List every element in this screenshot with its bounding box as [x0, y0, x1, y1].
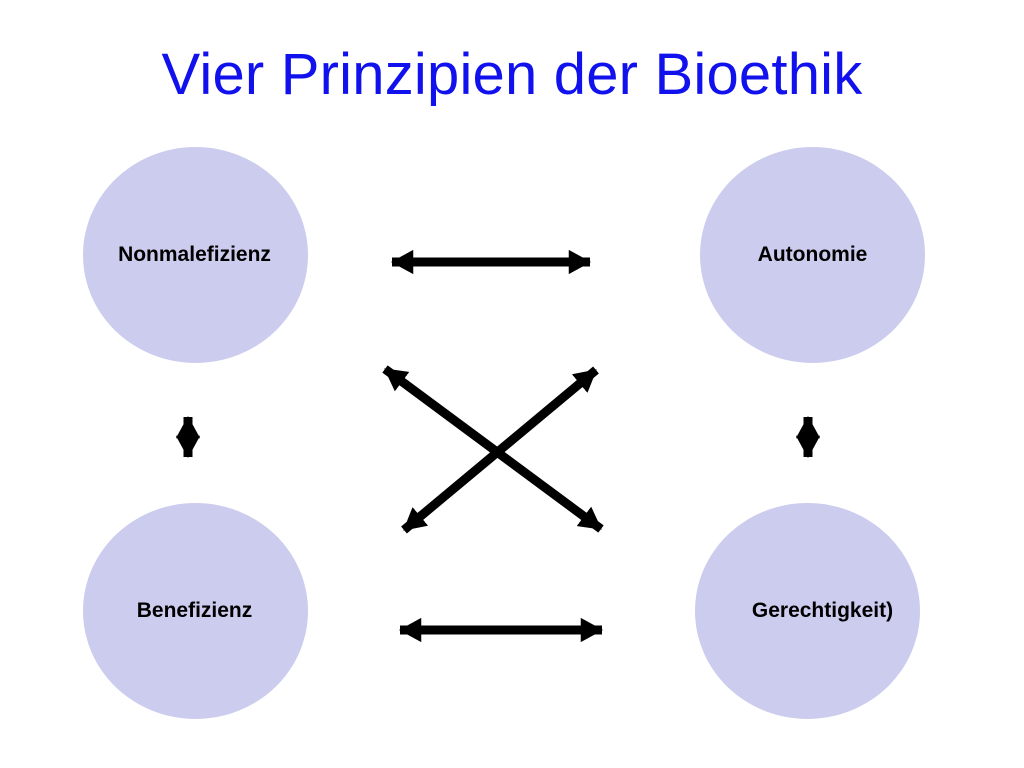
node-gerechtigkeit[interactable]: Gerechtigkeit) [695, 503, 920, 719]
node-nonmalefizienz[interactable]: Nonmalefizienz [83, 147, 308, 363]
node-label-nonmalefizienz: Nonmalefizienz [118, 243, 271, 266]
node-benefizienz[interactable]: Benefizienz [83, 503, 308, 719]
page-title: Vier Prinzipien der Bioethik [161, 42, 863, 107]
node-autonomie[interactable]: Autonomie [700, 147, 925, 363]
node-label-gerechtigkeit: Gerechtigkeit) [751, 599, 894, 622]
connector-diagonal-nw-se[interactable] [382, 365, 604, 533]
node-label-benefizienz: Benefizienz [136, 599, 253, 622]
node-label-autonomie: Autonomie [757, 243, 868, 266]
